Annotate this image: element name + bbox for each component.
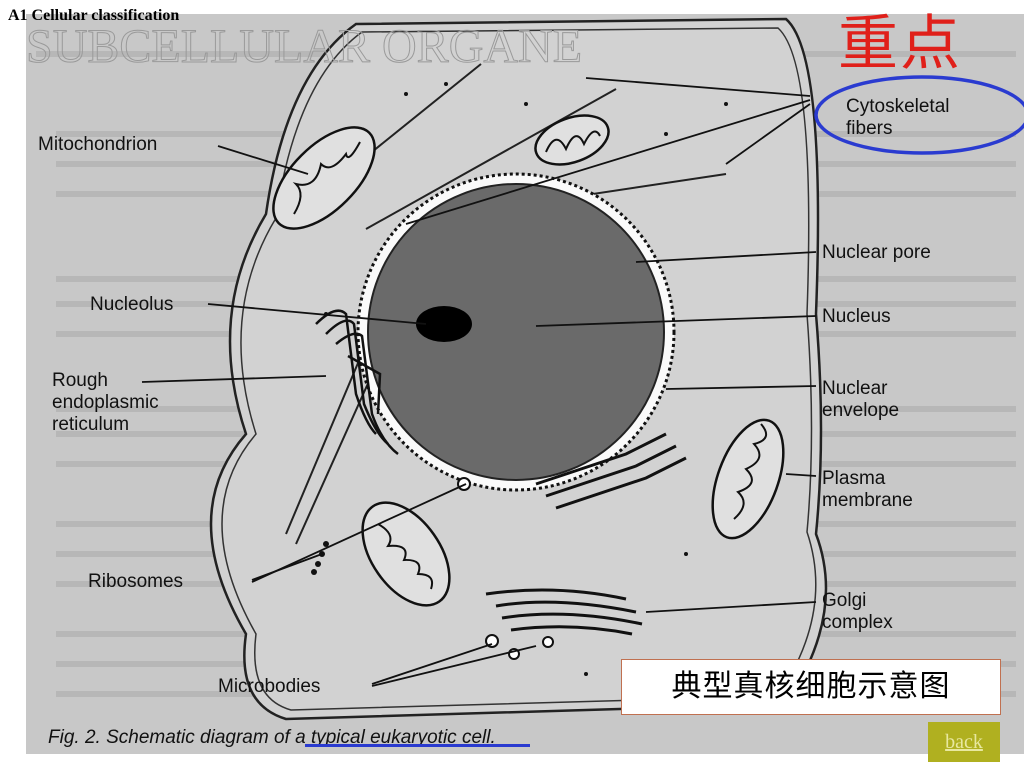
golgi-complex-shape bbox=[485, 432, 687, 636]
label-rough-er-line3: reticulum bbox=[52, 414, 130, 435]
label-nucleus: Nucleus bbox=[822, 306, 891, 327]
chinese-caption: 典型真核细胞示意图 bbox=[621, 659, 1001, 715]
mitochondrion-upper-shape bbox=[534, 114, 610, 166]
slide-title: A1 Cellular classification bbox=[8, 7, 180, 24]
mitochondrion-top-shape bbox=[272, 126, 376, 230]
label-nuclear-envelope-line1: Nuclear bbox=[822, 378, 888, 399]
label-microbodies: Microbodies bbox=[218, 676, 321, 697]
label-plasma-membrane-line1: Plasma bbox=[822, 468, 886, 489]
label-plasma-membrane: Plasma membrane bbox=[822, 468, 913, 512]
nucleus-shape bbox=[356, 172, 676, 492]
label-cytoskeletal-fibers: Cytoskeletal fibers bbox=[846, 96, 950, 140]
label-rough-er: Rough endoplasmic reticulum bbox=[52, 370, 159, 436]
label-rough-er-line2: endoplasmic bbox=[52, 392, 159, 413]
label-nuclear-envelope-line2: envelope bbox=[822, 400, 900, 421]
caption-underline bbox=[305, 744, 530, 747]
figure-panel: SUBCELLULAR ORGANE Mitochondrion Nucleol… bbox=[26, 14, 1024, 754]
label-cytoskeletal-line2: fibers bbox=[846, 118, 893, 139]
label-golgi-line2: complex bbox=[822, 612, 893, 633]
label-rough-er-line1: Rough bbox=[52, 370, 108, 391]
label-ribosomes: Ribosomes bbox=[88, 571, 184, 592]
label-cytoskeletal-line1: Cytoskeletal bbox=[846, 96, 950, 117]
cell-diagram: SUBCELLULAR ORGANE bbox=[26, 17, 1024, 721]
figure-caption: Fig. 2. Schematic diagram of a typical e… bbox=[48, 727, 496, 748]
leader-lines bbox=[141, 77, 817, 687]
important-stamp: 重点 bbox=[838, 9, 962, 79]
label-nuclear-pore: Nuclear pore bbox=[822, 242, 931, 263]
mitochondrion-bottom-shape bbox=[361, 501, 451, 607]
scan-heading-fragment: SUBCELLULAR ORGANE bbox=[26, 20, 582, 73]
label-nuclear-envelope: Nuclear envelope bbox=[822, 378, 899, 422]
label-golgi-complex: Golgi complex bbox=[822, 590, 893, 634]
label-nucleolus: Nucleolus bbox=[90, 294, 174, 315]
mitochondrion-right-shape bbox=[711, 418, 785, 540]
label-plasma-membrane-line2: membrane bbox=[822, 490, 913, 511]
back-button[interactable]: back bbox=[928, 722, 1000, 762]
label-golgi-line1: Golgi bbox=[822, 590, 867, 611]
label-mitochondrion: Mitochondrion bbox=[38, 134, 158, 155]
cytoskeletal-highlight-circle bbox=[814, 75, 1024, 155]
